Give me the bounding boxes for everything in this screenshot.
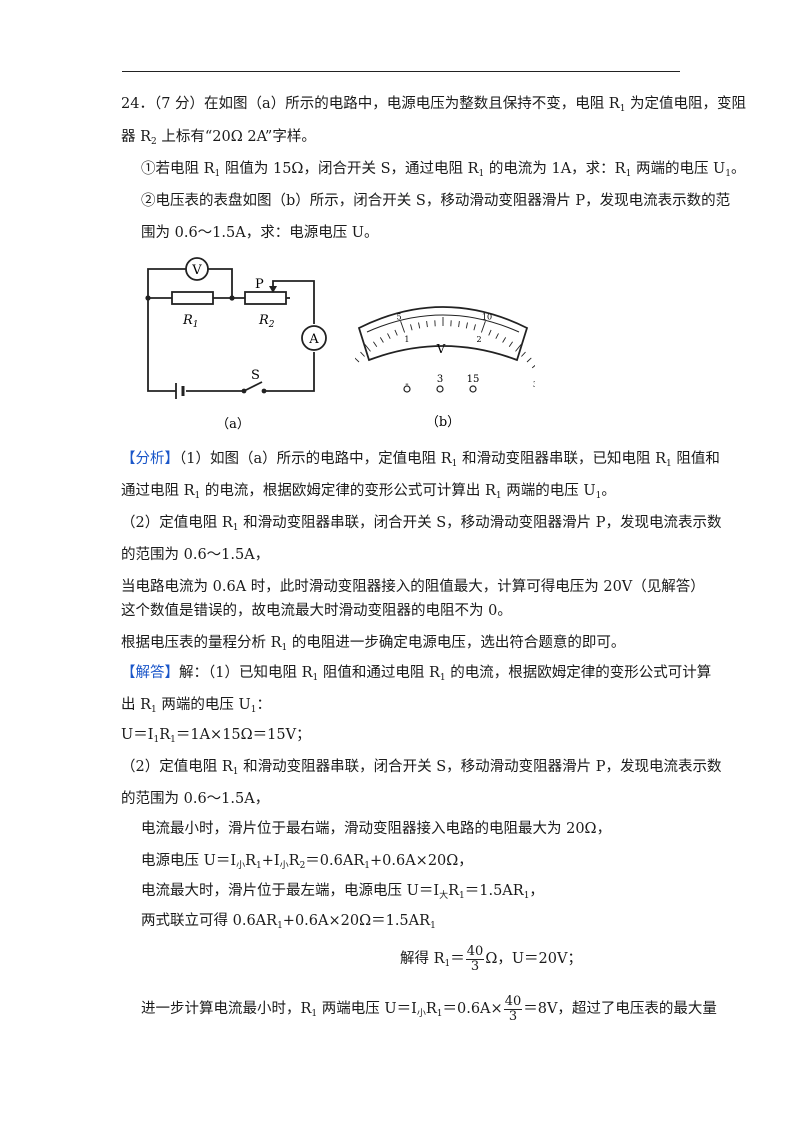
switch-label: S xyxy=(251,368,260,383)
r2-label: R2 xyxy=(258,313,275,330)
analysis-tag: 【分析】 xyxy=(121,451,179,467)
dial-scale-top-label: 5 xyxy=(396,313,401,322)
dial-tick xyxy=(410,324,413,331)
dial-tick xyxy=(373,341,378,347)
analysis-line7: 根据电压表的量程分析 R1 的电阻进一步确定电源电压，选出符合题意的即可。 xyxy=(121,635,626,653)
dial-tick xyxy=(394,329,398,336)
dial-tick xyxy=(515,344,522,352)
dial-tick xyxy=(379,337,384,343)
dial-tick xyxy=(400,321,406,333)
header-rule xyxy=(122,71,680,72)
solution-line4: （2）定值电阻 R1 和滑动变阻器串联，闭合开关 S，移动滑动变阻器滑片 P，发… xyxy=(121,759,722,777)
circuit-diagram-a: V P R1 R2 A S （a） xyxy=(145,257,327,432)
dial-tick xyxy=(387,333,391,339)
dial-tick xyxy=(465,322,468,329)
dial-tick xyxy=(495,333,499,339)
solution-line7: 电源电压 U＝I小R1+I小R2＝0.6AR1+0.6A×20Ω， xyxy=(141,853,473,871)
switch-symbol xyxy=(241,381,267,394)
dial-scale-bottom-label: 2 xyxy=(477,335,482,344)
solution-tag: 【解答】 xyxy=(121,665,179,681)
ammeter-symbol xyxy=(301,325,327,351)
terminal-15: 15 xyxy=(467,374,480,385)
dial-tick xyxy=(355,357,360,363)
terminal-negative-post xyxy=(403,385,411,393)
solution-line8: 电流最大时，滑片位于最左端，电源电压 U＝I大R1＝1.5AR1， xyxy=(141,883,544,901)
dial-tick xyxy=(531,364,535,369)
solution-line2: 出 R1 两端的电压 U1： xyxy=(121,697,271,715)
analysis-line1: 【分析】（1）如图（a）所示的电路中，定值电阻 R1 和滑动变阻器串联，已知电阻… xyxy=(121,451,720,469)
voltmeter-label: V xyxy=(191,263,202,278)
dial-scale-bottom-label: 1 xyxy=(404,335,409,344)
rheostat-r2 xyxy=(244,291,287,305)
question-part2-line2: 围为 0.6～1.5A，求：电源电压 U。 xyxy=(141,225,379,241)
dial-tick xyxy=(364,344,371,352)
dial-tick xyxy=(458,321,460,328)
slider-arrow-icon xyxy=(269,286,277,293)
dial-tick xyxy=(526,357,532,363)
dial-tick xyxy=(426,321,428,328)
dial-tick xyxy=(480,321,486,333)
dial-unit: V xyxy=(436,342,446,356)
dial-tick xyxy=(418,322,421,329)
voltmeter-dial-b: 051015 0123 V - 3 15 （b） xyxy=(355,306,535,430)
analysis-line3: （2）定值电阻 R1 和滑动变阻器串联，闭合开关 S，移动滑动变阻器滑片 P，发… xyxy=(121,515,722,533)
solution-line6: 电流最小时，滑片位于最右端，滑动变阻器接入电路的电阻最大为 20Ω， xyxy=(141,821,612,837)
terminal-3: 3 xyxy=(437,374,443,385)
question-stem-line2: 器 R2 上标有“20Ω 2A”字样。 xyxy=(121,129,316,147)
terminal-15-post xyxy=(469,385,477,393)
analysis-line4: 的范围为 0.6～1.5A， xyxy=(121,547,270,563)
dial-tick xyxy=(502,337,507,343)
analysis-line2: 通过电阻 R1 的电流，根据欧姆定律的变形公式可计算出 R1 两端的电压 U1。 xyxy=(121,483,616,501)
question-stem-line1: 24．（7 分）在如图（a）所示的电路中，电源电压为整数且保持不变，电阻 R1 … xyxy=(121,96,747,114)
battery-symbol xyxy=(175,383,185,399)
resistor-r1 xyxy=(171,291,214,305)
dial-tick xyxy=(473,324,476,331)
question-part2-line1: ②电压表的表盘如图（b）所示，闭合开关 S，移动滑动变阻器滑片 P，发现电流表示… xyxy=(141,193,731,209)
slider-label: P xyxy=(255,277,264,292)
r1-label: R1 xyxy=(182,313,199,330)
dial-tick xyxy=(360,351,365,357)
ammeter-label: A xyxy=(308,332,319,347)
solution-line1: 【解答】解：（1）已知电阻 R1 阻值和通过电阻 R1 的电流，根据欧姆定律的变… xyxy=(121,665,712,683)
dial-scale-top-label: 10 xyxy=(482,313,492,322)
dial-tick xyxy=(488,329,492,336)
figure-a-caption: （a） xyxy=(216,417,250,432)
dial-scale-bottom-label: 3 xyxy=(533,380,535,389)
dial-tick xyxy=(521,351,526,357)
analysis-line6: 这个数值是错误的，故电流最大时滑动变阻器的电阻不为 0。 xyxy=(121,603,512,619)
terminal-negative: - xyxy=(405,379,408,390)
figure-b-caption: （b） xyxy=(426,415,460,430)
voltmeter-symbol xyxy=(185,257,209,281)
solution-line5: 的范围为 0.6～1.5A， xyxy=(121,791,270,807)
terminal-3-post xyxy=(436,385,444,393)
solution-line3: U＝I1R1＝1A×15Ω＝15V； xyxy=(121,727,311,745)
dial-tick xyxy=(508,341,513,347)
question-part1: ①若电阻 R1 阻值为 15Ω，闭合开关 S，通过电阻 R1 的电流为 1A，求… xyxy=(141,161,746,179)
solution-line9: 两式联立可得 0.6AR1+0.6A×20Ω＝1.5AR1 xyxy=(141,913,436,931)
analysis-line5: 当电路电流为 0.6A 时，此时滑动变阻器接入的阻值最大，计算可得电压为 20V… xyxy=(121,579,705,595)
